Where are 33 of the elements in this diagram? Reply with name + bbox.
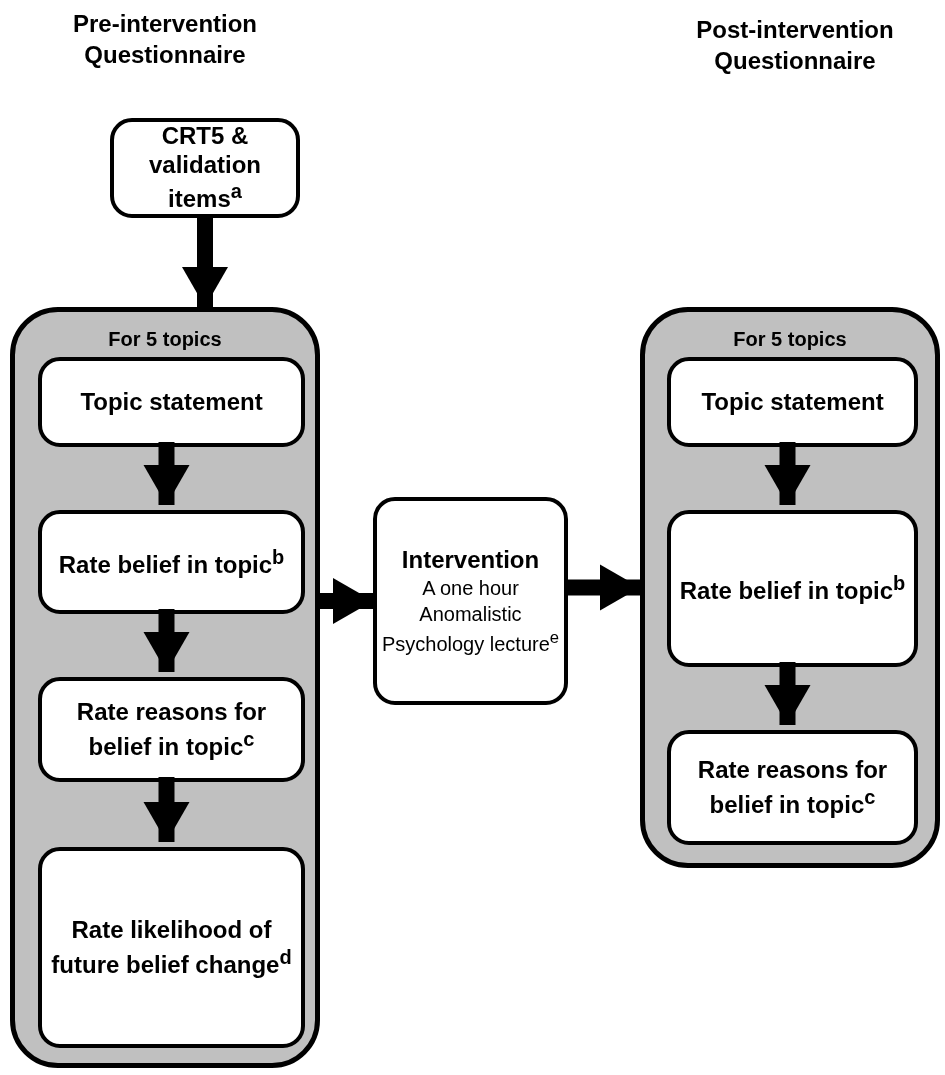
panel-heading: For 5 topics (733, 328, 847, 351)
box-title: Rate likelihood of future belief change$^{d}$ (50, 915, 293, 980)
box-title: Intervention (400, 545, 541, 575)
box-title: Rate reasons for belief in topic$^{c}$ (75, 697, 268, 762)
arrow (143, 777, 190, 842)
box-title: Topic statement (79, 387, 264, 417)
box-title: Rate belief in topic$^{b}$ (678, 571, 907, 606)
loop-panel (10, 307, 320, 1068)
process-box (38, 847, 305, 1048)
arrow (764, 662, 811, 725)
arrow (764, 442, 811, 505)
box-title: Rate reasons for belief in topic$^{c}$ (696, 755, 889, 820)
process-box (38, 510, 305, 614)
process-box (373, 497, 568, 705)
arrow (182, 218, 228, 307)
box-title: Rate belief in topic$^{b}$ (57, 544, 286, 580)
process-box (38, 357, 305, 447)
box-title: CRT5 & validation items$^{a}$ (148, 121, 262, 215)
column-heading: Post-intervention Questionnaire (695, 15, 895, 77)
process-box (667, 730, 918, 845)
arrow (143, 442, 190, 505)
loop-panel (640, 307, 940, 868)
panel-heading: For 5 topics (108, 328, 222, 351)
arrow (568, 564, 640, 611)
process-box (667, 510, 918, 667)
box-description: A one hour Anomalistic Psychology lecture$^{e}$ (380, 575, 561, 657)
arrow (143, 609, 190, 672)
column-heading: Pre-intervention Questionnaire (72, 9, 258, 71)
process-box (667, 357, 918, 447)
box-title: Topic statement (700, 387, 885, 417)
process-box (38, 677, 305, 782)
arrow (320, 578, 373, 624)
process-box (110, 118, 300, 218)
